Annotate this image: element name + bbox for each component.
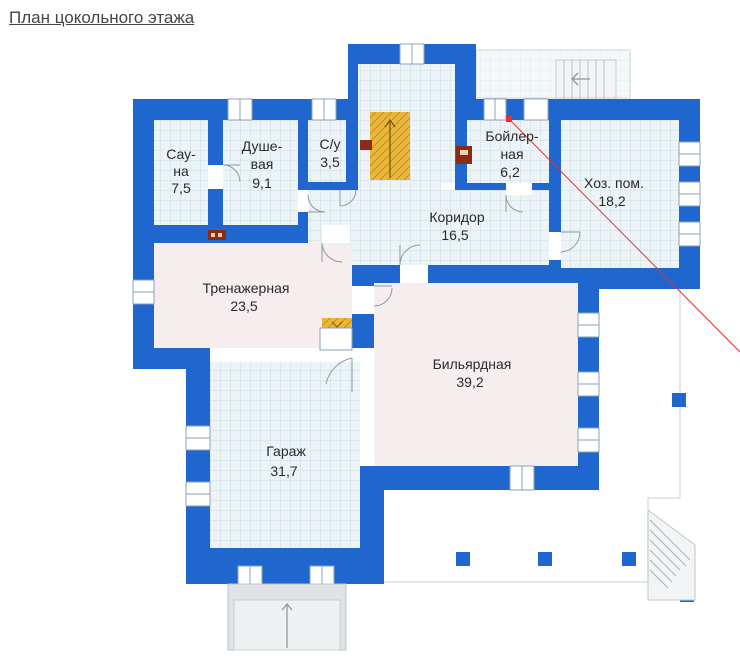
page-title: План цокольного этажа — [9, 8, 195, 27]
garage-area: 31,7 — [270, 463, 297, 479]
wc-floor — [308, 120, 346, 182]
billiard-label: Бильярдная — [433, 356, 512, 372]
billiard-area: 39,2 — [456, 374, 483, 390]
sauna-label-2: на — [173, 163, 189, 179]
utility-label: Хоз. пом. — [584, 175, 644, 191]
sauna-floor — [154, 120, 208, 225]
gym-floor — [154, 243, 352, 348]
boiler-label-1: Бойлер- — [485, 128, 539, 144]
boiler-area: 6,2 — [500, 164, 520, 180]
boiler-floor — [467, 120, 549, 183]
boiler-label-2: ная — [500, 146, 523, 162]
sauna-label-1: Сау- — [166, 146, 196, 162]
windows — [132, 43, 701, 585]
utility-area: 18,2 — [598, 193, 625, 209]
billiard-floor — [374, 283, 578, 466]
wc-label: С/у — [320, 136, 341, 152]
doors — [208, 164, 581, 392]
corridor-floor-side — [374, 240, 549, 265]
gym-area: 23,5 — [230, 298, 257, 314]
floors — [154, 64, 679, 548]
garage-driveway — [227, 583, 347, 651]
room-labels: Сау- на 7,5 Душе- вая 9,1 С/у 3,5 Бойлер… — [166, 128, 644, 479]
shower-label-1: Душе- — [242, 138, 283, 154]
wc-area: 3,5 — [320, 154, 340, 170]
shower-area: 9,1 — [252, 175, 272, 191]
terrace-stairs — [647, 509, 696, 601]
garage-floor — [210, 362, 360, 548]
gym-label: Тренажерная — [203, 280, 290, 296]
corridor-area: 16,5 — [441, 227, 468, 243]
entrance-stairs-top — [555, 59, 617, 99]
sauna-area: 7,5 — [171, 180, 191, 196]
garage-label: Гараж — [266, 443, 306, 459]
utility-floor — [561, 120, 679, 268]
shower-label-2: вая — [251, 156, 274, 172]
corridor-label: Коридор — [429, 209, 485, 225]
interior-staircase — [322, 112, 410, 328]
equipment — [208, 116, 740, 353]
shower-floor — [223, 120, 298, 225]
